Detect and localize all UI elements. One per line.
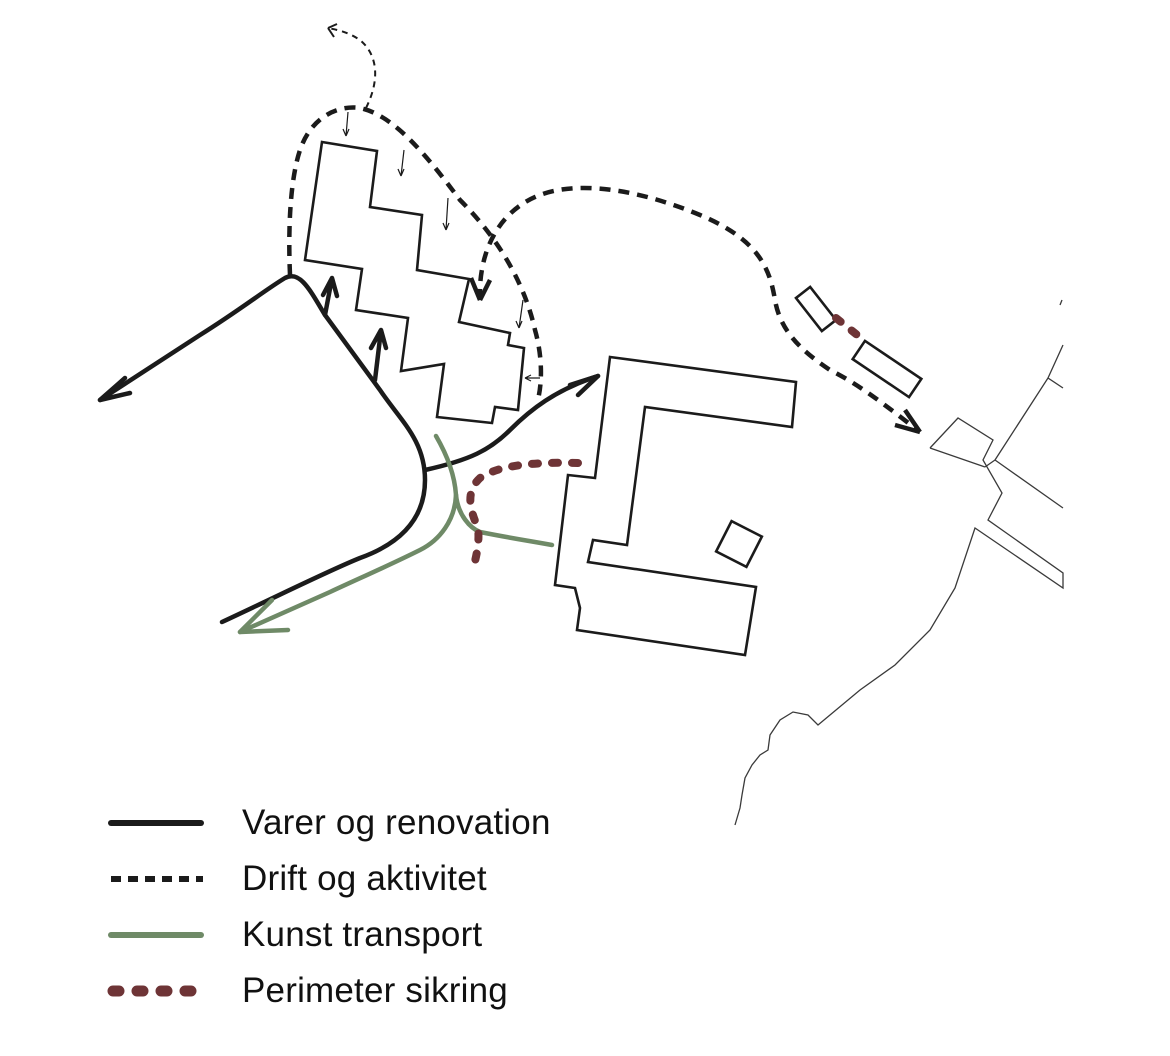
route-drift-thin (327, 23, 377, 109)
legend-label: Varer og renovation (242, 803, 551, 842)
legend-swatch-dashed-black (111, 876, 203, 882)
legend-item-drift: Drift og aktivitet (105, 851, 705, 907)
route-varer-og-renovation (97, 274, 601, 625)
legend-item-kunst: Kunst transport (105, 907, 705, 963)
building-stepped (303, 140, 526, 425)
legend: Varer og renovation Drift og aktivitet K… (105, 795, 705, 1019)
pavilion-2 (850, 339, 924, 399)
legend-label: Perimeter sikring (242, 971, 508, 1010)
route-kunst-transport (237, 433, 555, 635)
route-perimeter-sikring (466, 314, 870, 574)
legend-item-varer: Varer og renovation (105, 795, 705, 851)
legend-label: Drift og aktivitet (242, 859, 487, 898)
coastline (734, 299, 1064, 826)
pavilion-1 (794, 285, 838, 333)
activity-arrows (342, 111, 540, 382)
route-drift-og-aktivitet (287, 105, 922, 435)
legend-swatch-solid-black (108, 820, 204, 826)
building-large (553, 355, 798, 657)
legend-swatch-solid-green (108, 932, 204, 938)
building-small (714, 519, 764, 569)
legend-swatch-dotted-maroon (107, 985, 203, 997)
legend-item-perimeter: Perimeter sikring (105, 963, 705, 1019)
legend-label: Kunst transport (242, 915, 483, 954)
